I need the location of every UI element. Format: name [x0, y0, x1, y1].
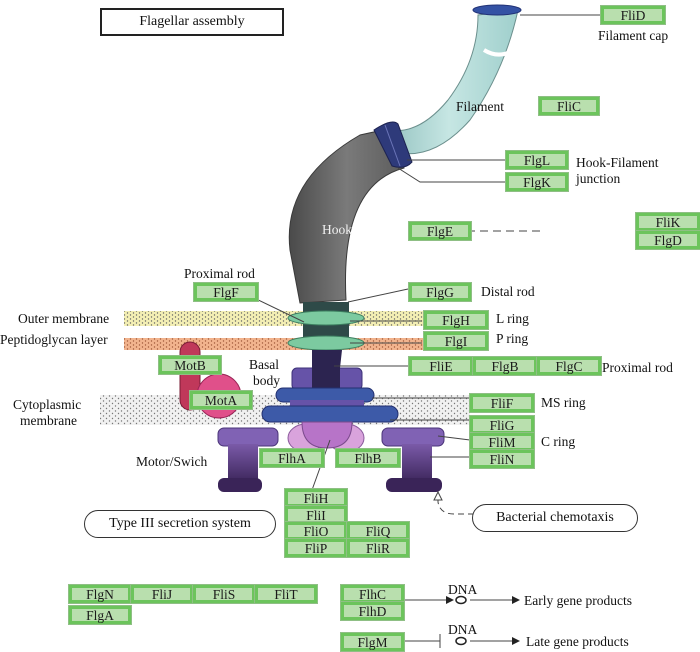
gene-flgl[interactable]: FlgL — [505, 150, 569, 170]
label-hook-filament-1: Hook-Filament — [576, 155, 659, 170]
label-dna-1: DNA — [448, 582, 478, 597]
late-arrow-out — [512, 637, 520, 645]
diagram-title: Flagellar assembly — [100, 8, 284, 36]
label-cytoplasmic-1: Cytoplasmic — [13, 397, 82, 412]
gene-flif[interactable]: FliF — [469, 393, 535, 413]
ms-ring-upper — [275, 387, 375, 403]
label-hook: Hook — [322, 222, 352, 237]
gene-flgg[interactable]: FlgG — [408, 282, 472, 302]
c-ring-right-top — [381, 427, 445, 447]
gene-flgm[interactable]: FlgM — [340, 632, 405, 652]
gene-flgh[interactable]: FlgH — [423, 310, 489, 330]
label-late-gene-products: Late gene products — [526, 634, 629, 649]
dna-early-icon — [455, 595, 467, 605]
gene-flhd[interactable]: FlhD — [340, 601, 405, 621]
label-early-gene-products: Early gene products — [524, 593, 632, 608]
label-peptidoglycan-layer: Peptidoglycan layer — [0, 332, 108, 347]
label-dna-2: DNA — [448, 622, 478, 637]
label-filament: Filament — [456, 99, 504, 114]
label-motor-switch: Motor/Swich — [136, 454, 208, 469]
early-arrow-out — [512, 596, 520, 604]
gene-flha[interactable]: FlhA — [259, 448, 325, 468]
label-filament-cap: Filament cap — [598, 28, 669, 43]
c-ring-left-stem — [228, 444, 258, 484]
gene-flhb[interactable]: FlhB — [335, 448, 401, 468]
gene-motb[interactable]: MotB — [158, 355, 222, 375]
early-arrow-in — [446, 596, 454, 604]
gene-fliq[interactable]: FliQ — [346, 521, 410, 541]
gene-flih[interactable]: FliH — [284, 488, 348, 508]
label-basal-2: body — [253, 373, 280, 388]
label-proximal-rod-top: Proximal rod — [184, 266, 255, 281]
label-cytoplasmic-2: membrane — [20, 413, 77, 428]
gene-flij[interactable]: FliJ — [130, 584, 194, 604]
label-outer-membrane: Outer membrane — [18, 311, 110, 326]
c-ring-left-top — [217, 427, 279, 447]
l-ring-shape — [287, 310, 365, 326]
gene-mota[interactable]: MotA — [189, 390, 253, 410]
gene-flhc[interactable]: FlhC — [340, 584, 405, 604]
label-l-ring: L ring — [496, 311, 529, 326]
c-ring-right-base — [386, 478, 442, 492]
gene-flgk[interactable]: FlgK — [505, 172, 569, 192]
type3-secretion-link[interactable]: Type III secretion system — [84, 510, 276, 538]
gene-flir[interactable]: FliR — [346, 538, 410, 558]
gene-flic[interactable]: FliC — [538, 96, 600, 116]
gene-flip[interactable]: FliP — [284, 538, 348, 558]
junction-bands — [373, 121, 413, 168]
gene-flin[interactable]: FliN — [469, 449, 535, 469]
gene-flim[interactable]: FliM — [469, 432, 535, 452]
gene-flis[interactable]: FliS — [192, 584, 256, 604]
gene-flge[interactable]: FlgE — [408, 221, 472, 241]
chemotaxis-arrowhead — [433, 490, 443, 501]
gene-flid[interactable]: FliD — [600, 5, 666, 25]
bacterial-chemotaxis-link[interactable]: Bacterial chemotaxis — [472, 504, 638, 532]
gene-flgb[interactable]: FlgB — [472, 356, 538, 376]
gene-flgi[interactable]: FlgI — [423, 331, 489, 351]
gene-flii[interactable]: FliI — [284, 505, 348, 525]
filament-cap-shape — [472, 4, 522, 16]
gene-flgc[interactable]: FlgC — [536, 356, 602, 376]
gene-flig[interactable]: FliG — [469, 415, 535, 435]
label-proximal-rod-right: Proximal rod — [602, 360, 673, 375]
gene-flit[interactable]: FliT — [254, 584, 318, 604]
gene-flik[interactable]: FliK — [635, 212, 700, 232]
label-p-ring: P ring — [496, 331, 529, 346]
label-basal-1: Basal — [249, 357, 279, 372]
c-ring-left-base — [218, 478, 262, 492]
label-ms-ring: MS ring — [541, 395, 586, 410]
gene-flio[interactable]: FliO — [284, 521, 348, 541]
ms-ring-lower — [261, 405, 399, 423]
gene-flie[interactable]: FliE — [408, 356, 474, 376]
gene-flgd[interactable]: FlgD — [635, 230, 700, 250]
gene-flgf[interactable]: FlgF — [193, 282, 259, 302]
gene-flgn[interactable]: FlgN — [68, 584, 132, 604]
c-ring-right-stem — [402, 444, 432, 484]
label-hook-filament-2: junction — [576, 171, 621, 186]
dna-late-icon — [455, 636, 467, 646]
gene-flga[interactable]: FlgA — [68, 605, 132, 625]
label-c-ring: C ring — [541, 434, 576, 449]
label-distal-rod: Distal rod — [481, 284, 535, 299]
